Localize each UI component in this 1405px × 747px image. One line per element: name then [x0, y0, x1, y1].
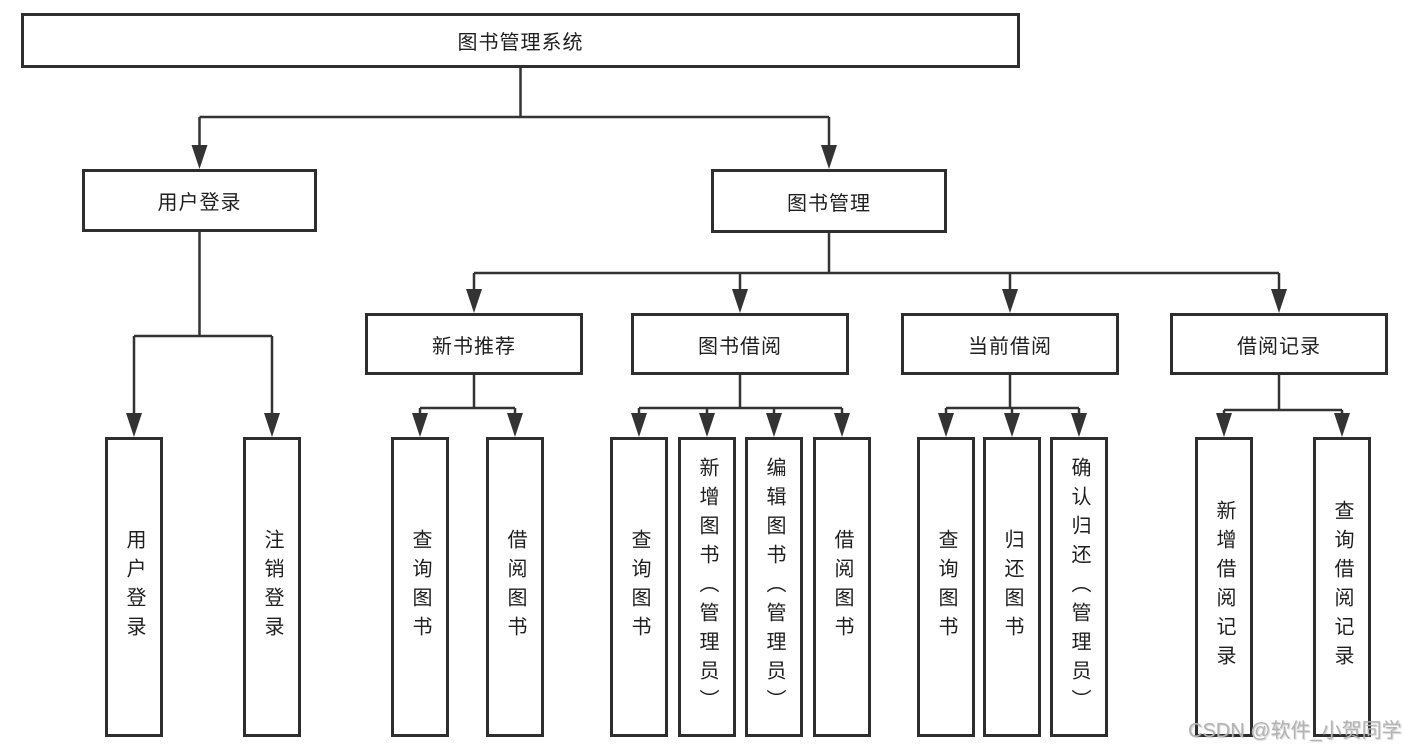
arrowhead-icons [126, 145, 1350, 437]
node-new-book-recommend: 新书推荐 [365, 313, 583, 375]
leaf-current-confirm-return-admin: 确认归还（管理员） [1050, 437, 1108, 737]
node-label: 编辑图书（管理员） [763, 456, 785, 718]
leaf-borrow-edit-books-admin: 编辑图书（管理员） [745, 437, 803, 737]
arrow-down-icon [1271, 289, 1287, 313]
leaf-user-login: 用户登录 [105, 437, 163, 737]
leaf-records-query-record: 查询借阅记录 [1313, 437, 1371, 737]
node-label: 确认归还（管理员） [1068, 456, 1090, 718]
leaf-recommend-query-books: 查询图书 [391, 437, 449, 737]
node-label: 图书管理 [787, 192, 871, 215]
arrow-down-icon [631, 413, 647, 437]
leaf-records-add-record: 新增借阅记录 [1195, 437, 1253, 737]
node-label: 新书推荐 [432, 335, 516, 358]
node-current-borrow: 当前借阅 [901, 313, 1119, 375]
leaf-current-query-books: 查询图书 [917, 437, 975, 737]
leaf-recommend-borrow-books: 借阅图书 [486, 437, 544, 737]
node-label: 注销登录 [261, 529, 283, 645]
arrow-down-icon [412, 413, 428, 437]
csdn-watermark: CSDN @软件_小贺同学 [1188, 720, 1402, 742]
arrow-down-icon [1004, 413, 1020, 437]
node-label: 图书管理系统 [457, 32, 584, 54]
node-label: 查询图书 [409, 529, 431, 645]
node-user-login: 用户登录 [82, 169, 317, 232]
node-book-management: 图书管理 [711, 169, 947, 233]
arrow-down-icon [191, 145, 208, 169]
arrow-down-icon [699, 413, 715, 437]
leaf-borrow-query-books: 查询图书 [610, 437, 668, 737]
node-label: 查询图书 [628, 529, 650, 645]
node-label: 新增借阅记录 [1213, 500, 1235, 674]
arrow-down-icon [1216, 413, 1232, 437]
arrow-down-icon [732, 289, 748, 313]
leaf-borrow-borrow-books: 借阅图书 [813, 437, 871, 737]
node-label: 用户登录 [157, 192, 242, 214]
node-label: 图书借阅 [698, 335, 782, 358]
node-borrow-records: 借阅记录 [1170, 313, 1388, 375]
node-label: 新增图书（管理员） [696, 456, 718, 718]
arrow-down-icon [821, 145, 837, 169]
arrow-down-icon [766, 413, 782, 437]
node-label: 用户登录 [123, 529, 145, 645]
leaf-logout: 注销登录 [243, 437, 301, 737]
node-root-system: 图书管理系统 [21, 13, 1020, 68]
arrow-down-icon [1334, 413, 1350, 437]
arrow-down-icon [507, 413, 523, 437]
arrow-down-icon [834, 413, 850, 437]
arrow-down-icon [1071, 413, 1087, 437]
leaf-current-return-books: 归还图书 [983, 437, 1041, 737]
arrow-down-icon [466, 289, 482, 313]
arrow-down-icon [938, 413, 954, 437]
arrow-down-icon [1002, 289, 1018, 313]
arrow-down-icon [264, 413, 280, 437]
leaf-borrow-add-books-admin: 新增图书（管理员） [678, 437, 736, 737]
node-label: 借阅记录 [1237, 335, 1321, 358]
arrow-down-icon [126, 413, 142, 437]
node-label: 归还图书 [1001, 529, 1023, 645]
node-label: 借阅图书 [504, 529, 526, 645]
node-label: 查询借阅记录 [1331, 500, 1353, 674]
node-label: 查询图书 [935, 529, 957, 645]
node-book-borrow: 图书借阅 [631, 313, 849, 375]
node-label: 借阅图书 [831, 529, 853, 645]
node-label: 当前借阅 [968, 335, 1052, 358]
